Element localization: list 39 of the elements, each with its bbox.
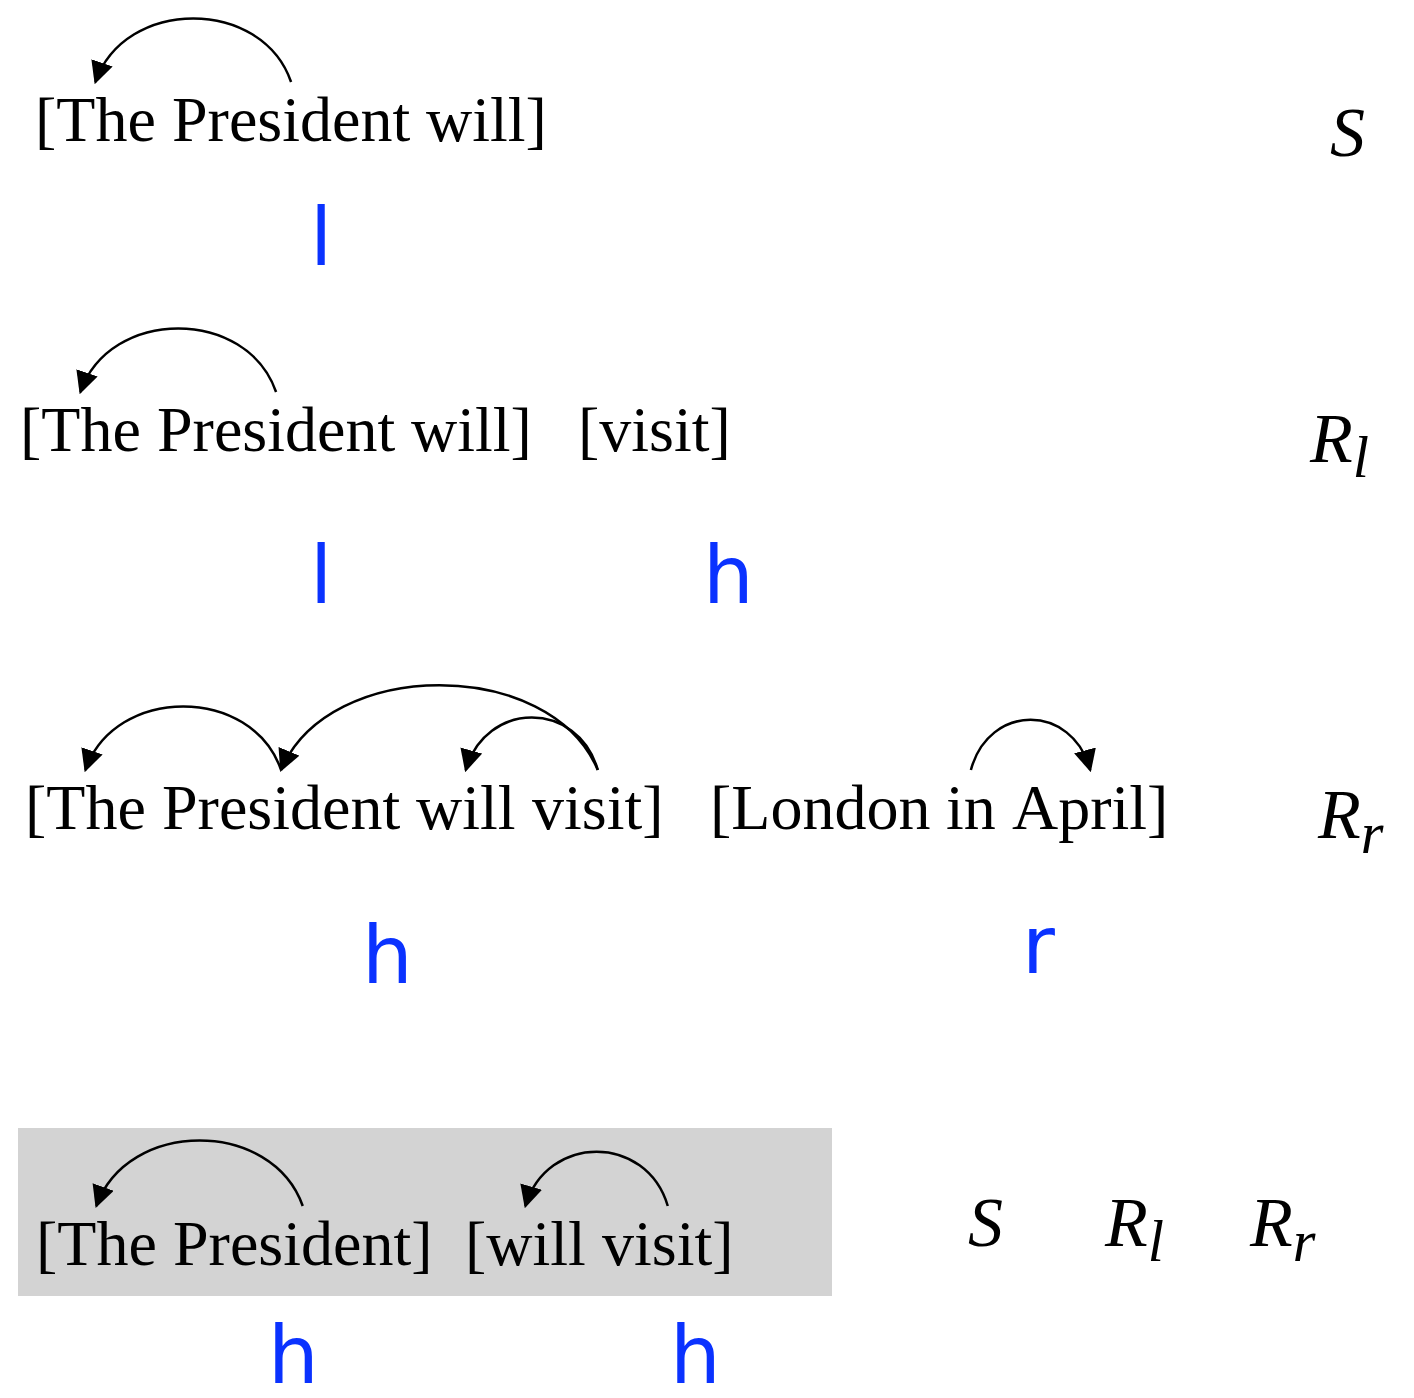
tag-letter: l [310, 536, 333, 616]
word-token: will] [411, 398, 532, 462]
math-symbol: R$_{r}$ [1250, 1188, 1316, 1272]
word-token: [visit] [578, 398, 731, 462]
dependency-arc [79, 327, 278, 394]
tag-letter: h [703, 536, 754, 616]
word-token: [London [710, 776, 931, 840]
word-token: President [172, 88, 411, 152]
dependency-arc [522, 1150, 669, 1209]
dependency-arc [462, 716, 599, 773]
word-token: will] [426, 88, 547, 152]
word-token: President] [173, 1212, 433, 1276]
word-token: visit] [532, 776, 664, 840]
tag-letter: r [1022, 906, 1055, 986]
word-token: [will [465, 1212, 586, 1276]
tag-letter: l [310, 198, 333, 278]
dependency-arc [279, 684, 599, 772]
word-token: President [162, 776, 401, 840]
tag-letter: h [362, 916, 413, 996]
tag-letter: h [670, 1316, 721, 1396]
dependency-arc [84, 705, 283, 772]
word-token: [The [20, 398, 141, 462]
word-token: visit] [602, 1212, 734, 1276]
highlight-panel [18, 1128, 832, 1296]
math-symbol: R$_{l}$ [1310, 404, 1369, 488]
word-token: President [157, 398, 396, 462]
dependency-arc [969, 718, 1094, 773]
word-token: in [946, 776, 996, 840]
dependency-arc [95, 1139, 304, 1208]
math-symbol: R$_{l}$ [1105, 1188, 1164, 1272]
word-token: [The [36, 1212, 157, 1276]
word-token: [The [25, 776, 146, 840]
word-token: [The [35, 88, 156, 152]
math-symbol: R$_{r}$ [1318, 780, 1384, 864]
word-token: will [416, 776, 516, 840]
dependency-arc [94, 17, 293, 84]
math-symbol: S [1330, 98, 1365, 168]
tag-letter: h [268, 1316, 319, 1396]
math-symbol: S [968, 1188, 1003, 1258]
